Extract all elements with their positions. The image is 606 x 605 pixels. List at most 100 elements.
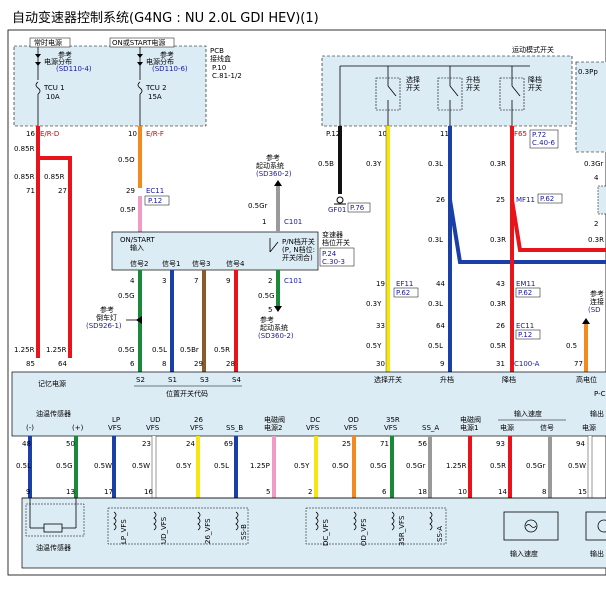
onstart-title: ON/START <box>120 236 155 244</box>
tcm-body <box>11 371 606 437</box>
sensor-icon <box>597 519 606 533</box>
component-label: 35R_VFS <box>398 515 406 546</box>
fuse-1-amp: 10A <box>46 93 60 101</box>
ref-code: (SD <box>588 306 601 314</box>
fuse-2-amp: 15A <box>148 93 162 101</box>
tcm-label: P-C <box>594 390 606 398</box>
tcm-label: 降档 <box>502 375 516 384</box>
pin-label: 64 <box>436 322 445 330</box>
wire-label: 0.5P <box>120 206 135 214</box>
component-label: 油温传感器 <box>36 543 71 552</box>
page-ref: P.12 <box>148 197 162 205</box>
ref-code: (SD926-1) <box>86 322 122 330</box>
tcm-label: 电源2 <box>264 423 282 432</box>
wire-label: 0.5Gr <box>248 202 268 210</box>
connector-label: EC11 <box>516 322 534 330</box>
pin-label: 23 <box>142 440 151 448</box>
pin-label: 33 <box>376 322 385 330</box>
wire-label: 0.5B <box>318 160 334 168</box>
wire-label: 0.3R <box>490 236 506 244</box>
switch-label: 选择 <box>406 75 420 84</box>
connector-label: C101 <box>284 218 302 226</box>
connector-label: E/R-D <box>40 130 59 138</box>
pin-label: 10 <box>458 488 467 496</box>
wire-label: 0.5W <box>132 462 150 470</box>
tcm-label: S1 <box>168 376 177 384</box>
wire-blue <box>448 126 606 264</box>
pin-label: 43 <box>496 280 505 288</box>
tcm-label: 记忆电源 <box>38 379 66 388</box>
signal-label: 信号4 <box>226 259 245 268</box>
pin-label: 93 <box>496 440 505 448</box>
pin-label: 15 <box>578 488 587 496</box>
tcm-label: 26 <box>194 416 203 424</box>
pin-label: 64 <box>58 360 67 368</box>
pin-label: 2 <box>594 220 598 228</box>
tcm-label: VFS <box>344 424 358 432</box>
coil-icon <box>235 511 239 531</box>
tcm-label: SS_B <box>226 424 243 432</box>
tcm-label: VFS <box>108 424 122 432</box>
pin-label: 27 <box>58 187 67 195</box>
wire-label: 0.5G <box>370 462 387 470</box>
dist-label: 电源分布 <box>44 57 72 66</box>
component-label: 输出 <box>590 549 604 558</box>
pin-label: 4 <box>130 277 135 285</box>
pin-label: 7 <box>194 277 198 285</box>
pin-label: 26 <box>496 322 505 330</box>
tcm-label: 35R <box>386 416 400 424</box>
pin-label: 56 <box>418 440 427 448</box>
page-ref: P.72 <box>532 131 546 139</box>
wire-label: 0.5Gr <box>406 462 426 470</box>
switch-label: 开关 <box>406 83 420 92</box>
page-ref: P.76 <box>350 204 365 212</box>
fuse-2-label: TCU 2 <box>145 84 167 92</box>
pin-label: 31 <box>496 360 505 368</box>
fuse-icon <box>137 81 143 95</box>
connector-label: EC11 <box>146 187 164 195</box>
pn-switch-label: 开关闭合) <box>282 253 313 262</box>
pin-label: 25 <box>342 440 351 448</box>
power-box-2-title: ON或START电源 <box>112 38 165 47</box>
thermistor-icon <box>43 523 63 533</box>
tcm-label: 电源 <box>500 423 514 432</box>
power-box <box>13 45 207 127</box>
tcm-label: DC <box>310 416 320 424</box>
wire-label: 0.5Y <box>366 342 382 350</box>
pin-label: P.12 <box>326 130 340 138</box>
wire-red <box>510 199 606 252</box>
tcm-label: S4 <box>232 376 241 384</box>
pin-label: 16 <box>144 488 153 496</box>
tcm-label: 电磁阀 <box>460 415 481 424</box>
switch-icon <box>269 241 279 253</box>
pin-label: 69 <box>224 440 233 448</box>
wire-label: 0.5Y <box>176 462 192 470</box>
power-box-1-title: 常时电源 <box>34 38 62 47</box>
wire-label: 0.85R <box>44 173 65 181</box>
page-ref: P.62 <box>540 195 554 203</box>
coil-icon <box>429 511 433 531</box>
dist-label: 电源分布 <box>146 57 174 66</box>
transmission-components-box <box>21 497 606 569</box>
pin-label: 5 <box>268 306 272 314</box>
pin-label: 30 <box>376 360 385 368</box>
tcm-label: VFS <box>306 424 320 432</box>
signal-label: 信号2 <box>130 259 148 268</box>
arrow-icon <box>35 62 41 66</box>
tcm-label: 电源 <box>582 423 596 432</box>
component-label: OD_VFS <box>360 518 368 546</box>
tcm-label: VFS <box>146 424 160 432</box>
coil-icon <box>315 511 319 531</box>
tcm-label: 位置开关代码 <box>166 389 208 398</box>
wire-label: 0.5O <box>332 462 349 470</box>
pin-label: 50 <box>66 440 75 448</box>
wire-red <box>38 156 72 358</box>
pin-label: 17 <box>104 488 113 496</box>
page-ref: P.24 <box>322 250 337 258</box>
wire-label: 0.3Pp <box>578 68 598 76</box>
pin-label: 4 <box>594 174 599 182</box>
tcm-label: LP <box>112 416 120 424</box>
arrow-icon <box>137 54 143 58</box>
arrow-icon <box>35 54 41 58</box>
fuse-icon <box>35 81 41 95</box>
